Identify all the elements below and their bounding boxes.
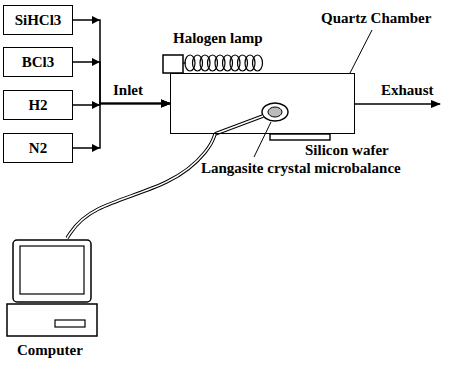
- connector: [67, 134, 215, 238]
- microbalance-crystal: [268, 107, 282, 117]
- cable: [215, 116, 263, 134]
- node-text: Computer: [17, 342, 83, 359]
- part-label: Inlet: [112, 82, 144, 99]
- computer: Computer: [5, 238, 100, 343]
- connector: [73, 62, 170, 104]
- node-text: SiHCl3: [15, 12, 62, 29]
- lamp-coil: [183, 55, 263, 71]
- leader-line: [254, 122, 271, 157]
- node-text: Quartz Chamber: [321, 10, 431, 27]
- gas-box: H2: [3, 90, 73, 120]
- cable-core: [215, 116, 263, 134]
- gas-box: SiHCl3: [3, 5, 73, 35]
- exhaust-arrow: [355, 103, 440, 105]
- cable-core: [67, 134, 215, 238]
- gas-box: BCl3: [3, 47, 73, 77]
- junction-heads: [92, 16, 100, 152]
- computer-icon: [5, 238, 100, 340]
- node-text: N2: [29, 140, 47, 157]
- quartz-chamber: Quartz Chamber: [170, 73, 355, 134]
- connector: [73, 20, 170, 104]
- microbalance: [262, 103, 288, 121]
- part-label: Halogen lamp: [172, 30, 264, 47]
- node-text: H2: [28, 97, 47, 114]
- leader-line: [350, 30, 372, 73]
- connector: [73, 104, 170, 149]
- gas-box: N2: [3, 133, 73, 163]
- part-label: Langasite crystal microbalance: [200, 160, 402, 177]
- node-text: BCl3: [22, 54, 55, 71]
- part-label: Silicon wafer: [304, 142, 390, 159]
- silicon-wafer: [270, 134, 330, 140]
- lamp-housing: [163, 55, 183, 73]
- part-label: Exhaust: [380, 82, 435, 99]
